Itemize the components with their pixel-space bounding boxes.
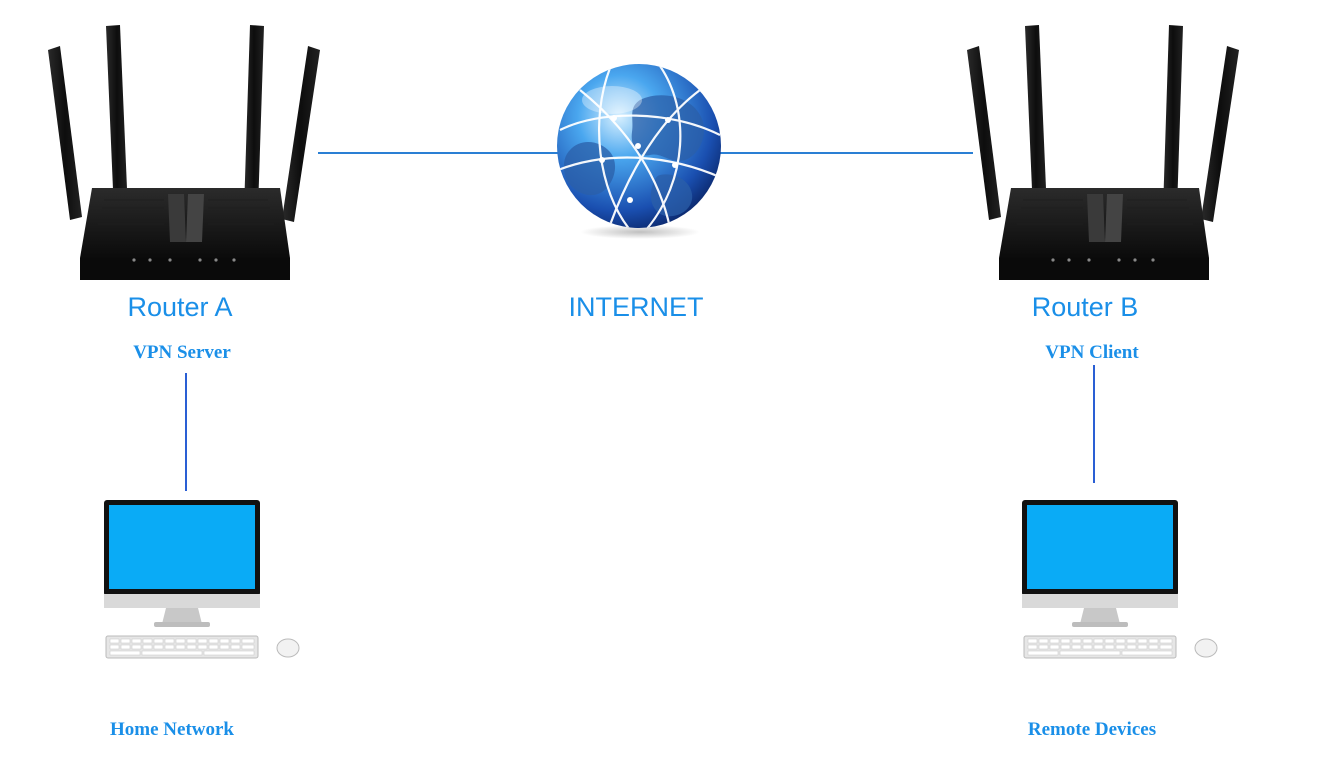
internet-label: INTERNET: [568, 292, 704, 322]
remote-computer-node: [1018, 498, 1228, 664]
home-computer-node: [100, 498, 310, 664]
desktop-computer-icon: [1022, 500, 1218, 659]
vpn-server-label: VPN Server: [133, 342, 231, 363]
router-icon: [48, 25, 320, 280]
desktop-computer-icon: [104, 500, 300, 659]
home-network-label: Home Network: [110, 719, 234, 740]
router-b-node: [963, 22, 1245, 284]
router-a-label: Router A: [127, 292, 233, 322]
router-b-label: Router B: [1031, 292, 1139, 322]
internet-node: [550, 60, 730, 240]
router-icon: [967, 25, 1239, 280]
vpn-client-label: VPN Client: [1045, 342, 1139, 363]
router-a-node: [44, 22, 326, 284]
remote-devices-label: Remote Devices: [1027, 719, 1157, 740]
globe-icon: [557, 64, 721, 239]
